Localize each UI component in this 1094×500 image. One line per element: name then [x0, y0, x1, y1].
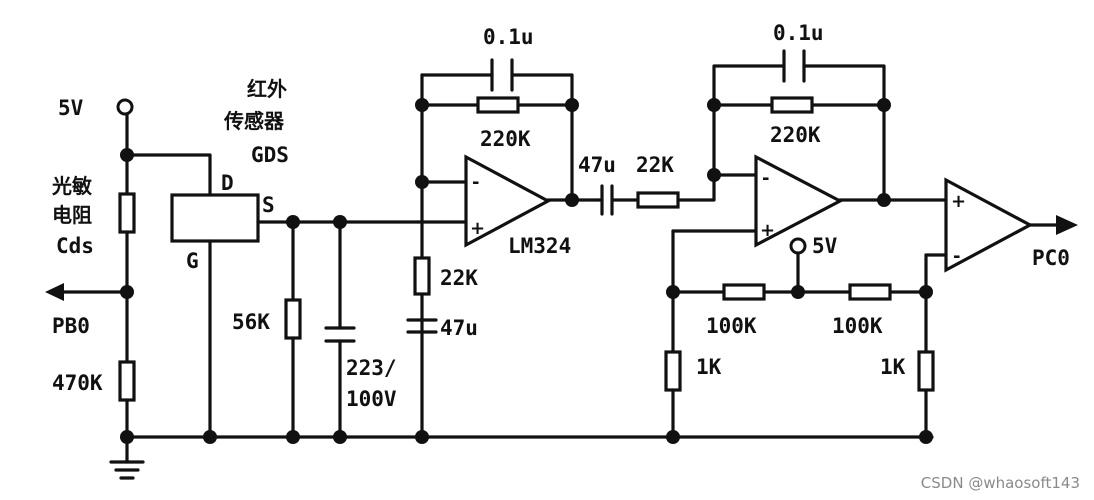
supply-label-right: 5V: [812, 234, 838, 258]
resistor-220k-2: [770, 96, 814, 114]
r56k-label: 56K: [232, 310, 270, 334]
photo-title-2: 电阻: [52, 203, 92, 227]
opamp3-plus: +: [951, 191, 966, 212]
ground-rail: [109, 435, 934, 480]
c47u-bottom-label: 47u: [440, 316, 478, 340]
r22k-coupling-label: 22K: [636, 153, 674, 177]
pin-g-label: G: [186, 249, 199, 273]
c47u-coupling-label: 47u: [578, 153, 616, 177]
opamp-3: [944, 177, 1078, 273]
photo-title-1: 光敏: [51, 174, 93, 198]
sensor-title-2: 传感器: [223, 109, 285, 133]
r470k-label: 470K: [52, 371, 103, 395]
resistor-1k-right: [917, 350, 935, 392]
photoresistor-branch: [45, 98, 212, 439]
fb-cap-2-label: 0.1u: [773, 21, 824, 45]
supply-label-left: 5V: [58, 96, 84, 120]
resistor-100k-left: [722, 283, 766, 301]
resistor-220k-1: [476, 96, 520, 114]
photoresistor-cds: [118, 192, 136, 234]
resistor-100k-right: [848, 283, 892, 301]
capacitor-223: [324, 220, 356, 439]
sensor-title-1: 红外: [247, 77, 287, 101]
stage2-feedback: [671, 49, 886, 233]
opamp1-minus: -: [472, 172, 479, 193]
resistor-22k-bottom: [413, 256, 431, 296]
resistor-470k: [118, 360, 136, 402]
pb0-arrow-icon: [45, 283, 64, 301]
pin-d-label: D: [221, 171, 234, 195]
fb-res-1-label: 220K: [480, 127, 531, 151]
resistor-22k-coupling: [636, 191, 680, 209]
opamp3-minus: -: [953, 246, 960, 267]
cap223-label-2: 100V: [346, 387, 397, 411]
ir-sensor-gds: [170, 193, 420, 439]
divider-network: [664, 229, 948, 439]
opamp1-plus: +: [470, 218, 485, 239]
pc0-arrow-icon: [1056, 215, 1078, 235]
sensor-title-3: GDS: [251, 143, 289, 167]
junctions: [120, 98, 933, 444]
r100k-left-label: 100K: [706, 314, 757, 338]
cap223-label-1: 223/: [346, 356, 397, 380]
r1k-left-label: 1K: [696, 355, 722, 379]
resistor-1k-left: [664, 350, 682, 392]
photo-title-3: Cds: [56, 234, 94, 258]
stage1-feedback: [406, 58, 574, 439]
opamp2-plus: +: [760, 220, 775, 241]
r1k-right-label: 1K: [880, 355, 906, 379]
r22k-bottom-label: 22K: [440, 266, 478, 290]
opamp-2: [754, 154, 948, 248]
r100k-right-label: 100K: [832, 314, 883, 338]
pc0-label: PC0: [1032, 246, 1070, 270]
opamp2-minus: -: [762, 168, 769, 189]
pin-s-label: S: [262, 193, 275, 217]
resistor-56k: [284, 220, 302, 439]
fb-cap-1-label: 0.1u: [483, 25, 534, 49]
pb0-label: PB0: [52, 314, 90, 338]
coupling-network: [596, 173, 758, 216]
opamp-name: LM324: [508, 234, 571, 258]
fb-res-2-label: 220K: [770, 123, 821, 147]
watermark: CSDN @whaosoft143: [920, 474, 1080, 492]
